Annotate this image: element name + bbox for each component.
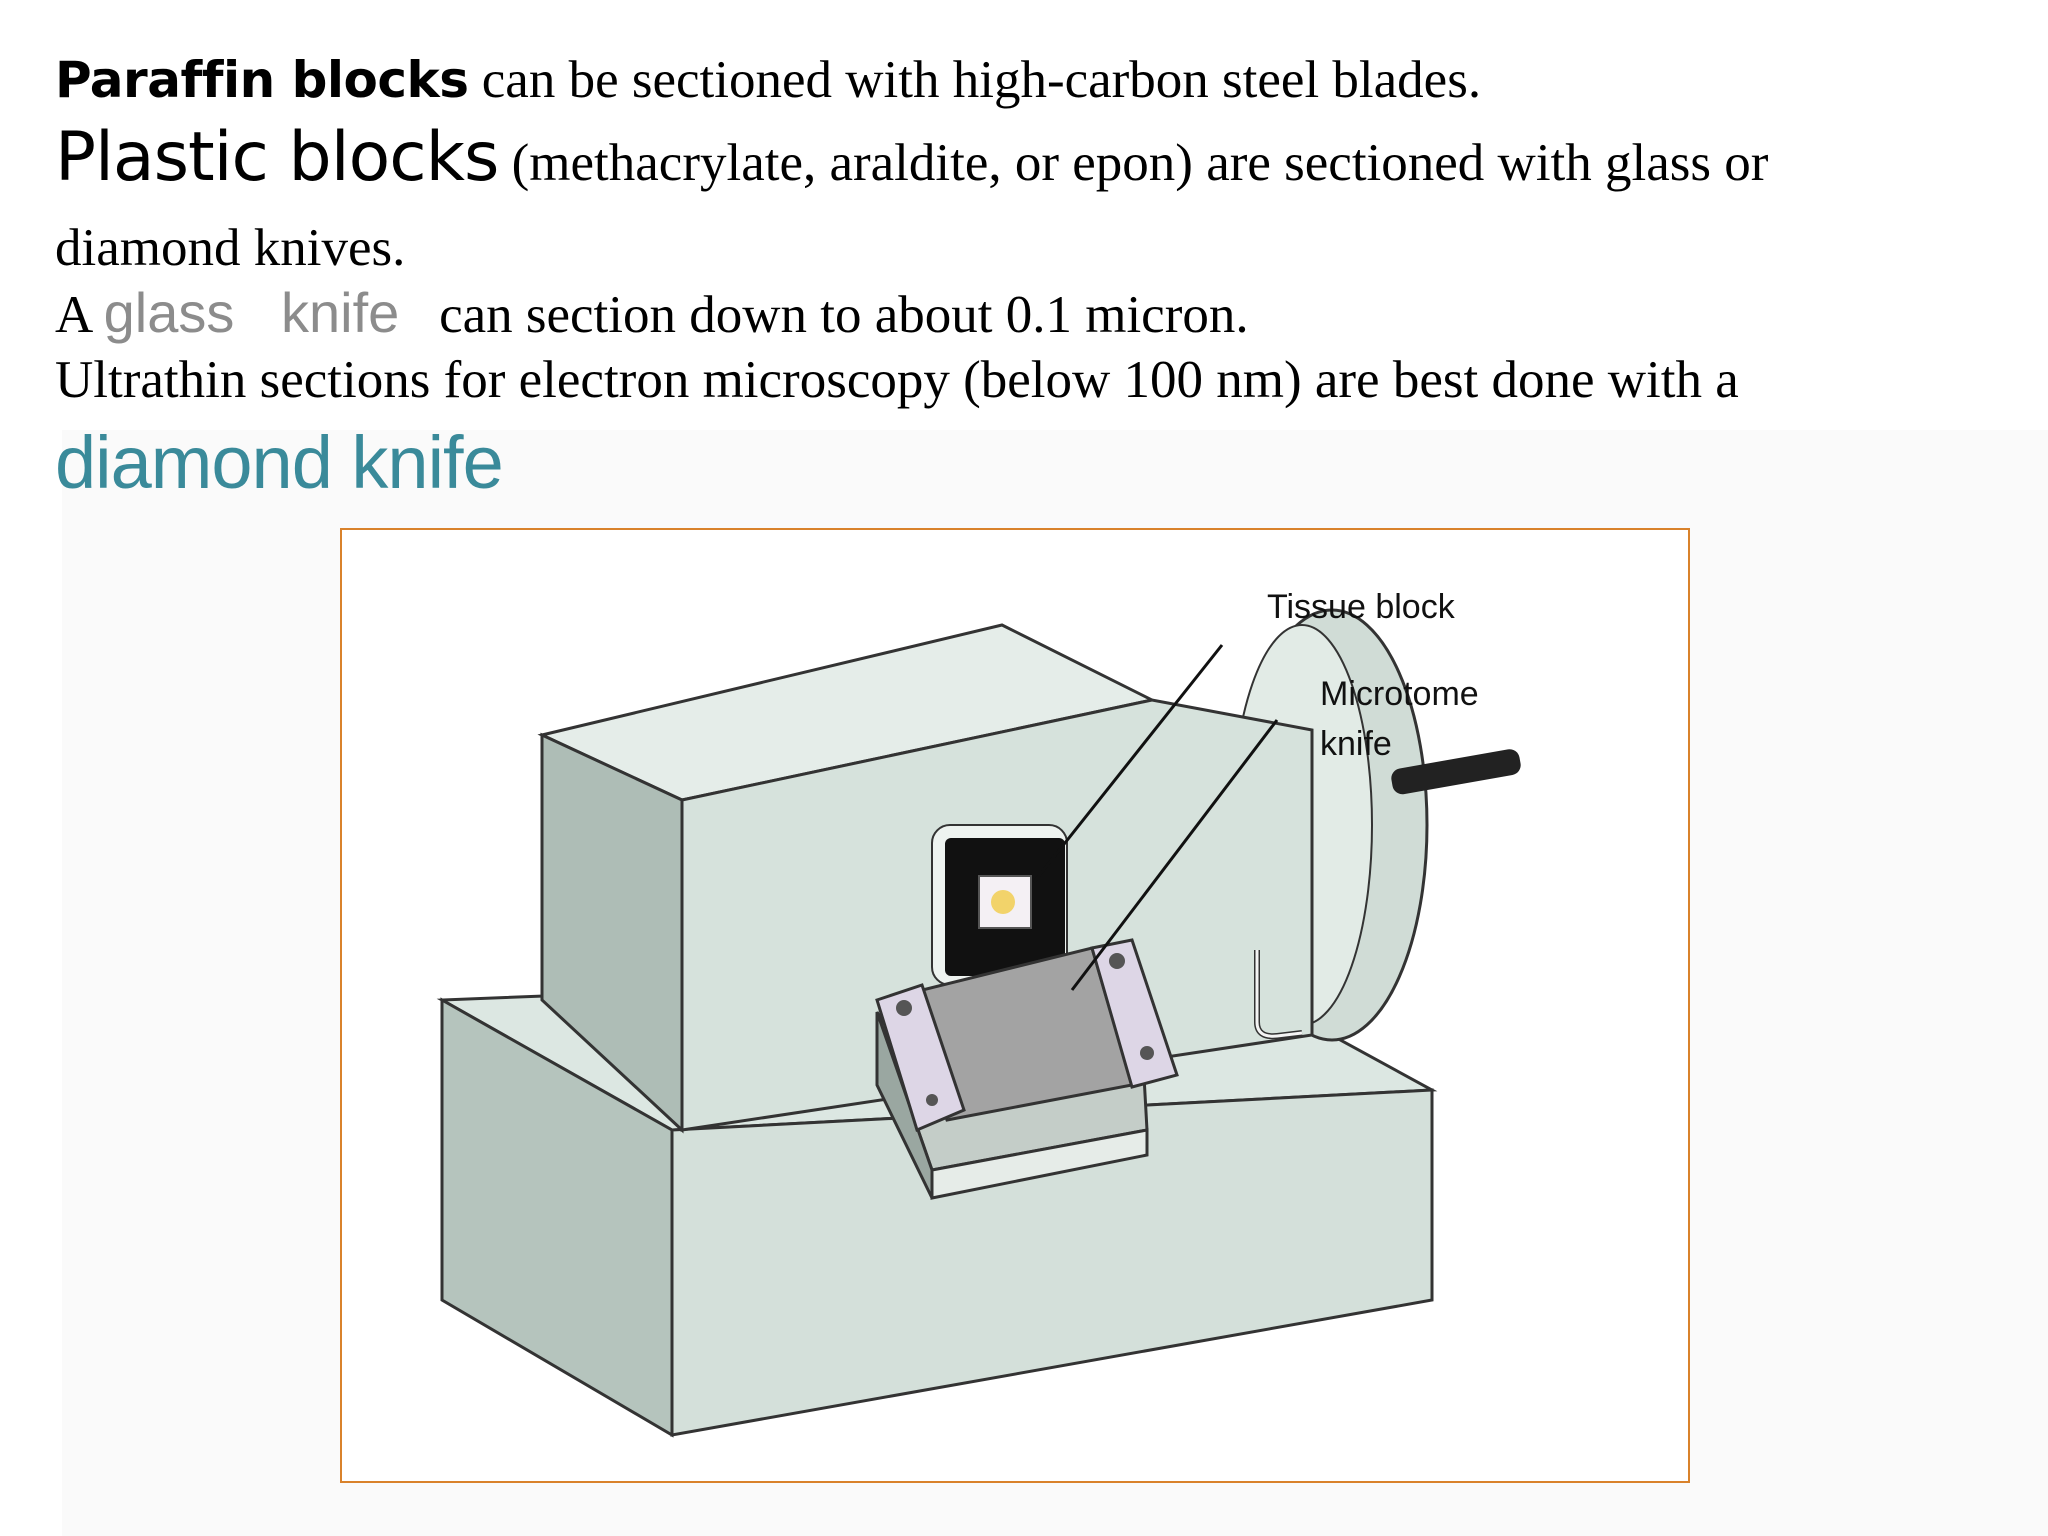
lever-inner [1255, 950, 1303, 1038]
ultrathin-line: Ultrathin sections for electron microsco… [55, 351, 1739, 409]
glass-knife-line: A glass knife can section down to about … [55, 280, 1249, 345]
clamp-screw [1109, 953, 1125, 969]
tissue-block-label: Tissue block [1267, 588, 1456, 626]
handle-rod [1391, 749, 1521, 795]
clamp-screw [1140, 1046, 1154, 1060]
plastic-rest: (methacrylate, araldite, or epon) are se… [498, 134, 1769, 192]
paraffin-rest: can be sectioned with high-carbon steel … [468, 51, 1482, 109]
microtome-illustration: Tissue block Microtome knife [436, 588, 1521, 1438]
diamond-knives-line: diamond knives. [55, 219, 406, 277]
clamp-screw [896, 1000, 912, 1016]
glass-knife-rest: can section down to about 0.1 micron. [399, 286, 1249, 344]
microtome-knife-callout-line [1070, 719, 1279, 991]
knife-clamp-right [1090, 938, 1179, 1089]
knife-clamp-left [875, 983, 966, 1133]
microtome-knife-label-line2: knife [1320, 725, 1392, 763]
diamond-knife-heading: diamond knife [55, 421, 504, 504]
paraffin-line: Paraffin blocks can be sectioned with hi… [55, 50, 1481, 110]
paraffin-emphasis: Paraffin blocks [55, 51, 469, 109]
knife-holder-front [930, 1128, 1149, 1200]
glass-knife-emphasis: glass knife [103, 281, 400, 344]
microtome-figure: Tissue block Microtome knife [340, 528, 1690, 1483]
plastic-line: Plastic blocks (methacrylate, araldite, … [55, 118, 1768, 197]
tissue-sample [991, 890, 1015, 914]
base-front-face [670, 1088, 1434, 1437]
microtome-knife-label-line1: Microtome [1320, 675, 1479, 713]
plastic-emphasis: Plastic blocks [55, 118, 499, 197]
tissue-block-callout-line [1032, 644, 1224, 883]
glass-knife-prefix: A [55, 286, 104, 344]
clamp-screw [926, 1094, 938, 1106]
